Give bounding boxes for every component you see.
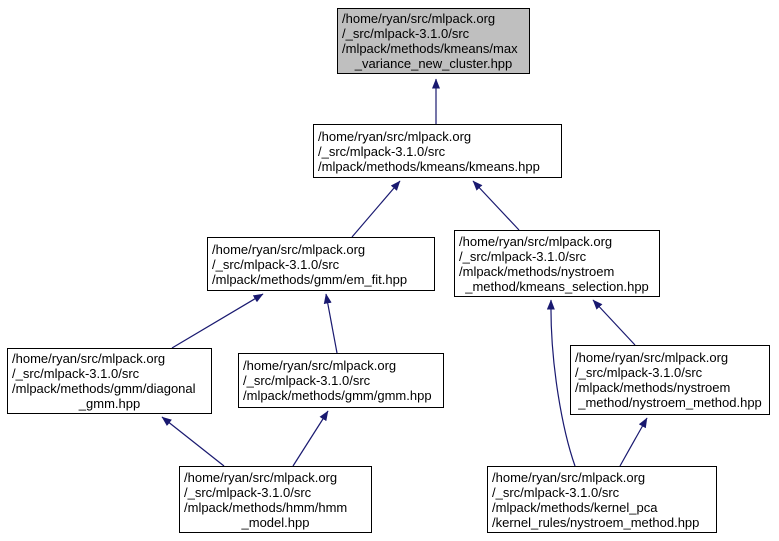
graph-edge-nystroem-method-to-kmeans-selection <box>592 299 636 346</box>
graph-node-max-variance-new-cluster[interactable]: /home/ryan/src/mlpack.org/_src/mlpack-3.… <box>337 8 530 74</box>
node-label-line: /home/ryan/src/mlpack.org <box>243 358 397 373</box>
node-label-line: /mlpack/methods/kmeans/kmeans.hpp <box>318 158 540 174</box>
node-label-line: /home/ryan/src/mlpack.org <box>184 469 338 485</box>
node-label-line: /_src/mlpack-3.1.0/src <box>184 484 312 500</box>
graph-edge-hmm-model-to-diagonal-gmm <box>161 416 225 467</box>
node-label-line: /_src/mlpack-3.1.0/src <box>575 365 703 380</box>
node-label-line: _method/nystroem_method.hpp <box>578 395 762 410</box>
node-label-line: _model.hpp <box>241 514 310 530</box>
graph-node-hmm-model[interactable]: /home/ryan/src/mlpack.org/_src/mlpack-3.… <box>179 466 372 533</box>
node-label-line: _method/kmeans_selection.hpp <box>465 278 649 294</box>
node-label-line: _gmm.hpp <box>78 396 141 411</box>
graph-node-nystroem-method[interactable]: /home/ryan/src/mlpack.org/_src/mlpack-3.… <box>570 345 770 415</box>
node-label-line: /mlpack/methods/kmeans/max <box>342 41 518 56</box>
node-label-line: /home/ryan/src/mlpack.org <box>492 469 646 485</box>
node-label-line: /_src/mlpack-3.1.0/src <box>243 373 371 388</box>
node-label-line: /home/ryan/src/mlpack.org <box>575 350 729 365</box>
graph-edge-kernel-pca-nystroem-method-to-nystroem-method <box>619 417 648 467</box>
node-label-line: /kernel_rules/nystroem_method.hpp <box>492 514 700 530</box>
node-label-line: /_src/mlpack-3.1.0/src <box>492 484 620 500</box>
graph-edge-diagonal-gmm-to-em-fit <box>171 293 264 349</box>
node-label-line: /mlpack/methods/nystroem <box>575 380 731 395</box>
graph-edge-em-fit-to-kmeans <box>351 180 401 238</box>
node-label-line: /home/ryan/src/mlpack.org <box>459 233 613 249</box>
node-label-line: /home/ryan/src/mlpack.org <box>318 128 472 144</box>
graph-node-diagonal-gmm[interactable]: /home/ryan/src/mlpack.org/_src/mlpack-3.… <box>7 348 212 414</box>
node-label-line: /home/ryan/src/mlpack.org <box>212 241 366 257</box>
node-label-line: /mlpack/methods/kernel_pca <box>492 499 658 515</box>
node-label-line: /mlpack/methods/nystroem <box>459 263 615 279</box>
node-label-line: /mlpack/methods/gmm/em_fit.hpp <box>212 271 408 287</box>
node-label-line: /mlpack/methods/gmm/diagonal <box>12 381 196 396</box>
node-label-line: /_src/mlpack-3.1.0/src <box>12 366 140 381</box>
graph-node-em-fit[interactable]: /home/ryan/src/mlpack.org/_src/mlpack-3.… <box>207 237 435 291</box>
node-label-line: /home/ryan/src/mlpack.org <box>12 351 166 366</box>
node-label-line: _variance_new_cluster.hpp <box>354 56 513 71</box>
node-label-line: /_src/mlpack-3.1.0/src <box>459 248 587 264</box>
graph-node-kmeans-selection[interactable]: /home/ryan/src/mlpack.org/_src/mlpack-3.… <box>454 230 660 297</box>
node-label-line: /home/ryan/src/mlpack.org <box>342 11 496 26</box>
graph-node-kmeans[interactable]: /home/ryan/src/mlpack.org/_src/mlpack-3.… <box>313 124 562 178</box>
node-label-line: /mlpack/methods/gmm/gmm.hpp <box>243 388 432 403</box>
node-label-line: /_src/mlpack-3.1.0/src <box>212 256 340 272</box>
graph-edge-gmm-to-em-fit <box>323 293 338 354</box>
graph-edge-hmm-model-to-gmm <box>292 410 329 467</box>
node-label-line: /_src/mlpack-3.1.0/src <box>342 26 470 41</box>
graph-node-gmm[interactable]: /home/ryan/src/mlpack.org/_src/mlpack-3.… <box>238 353 444 408</box>
graph-edge-kmeans-selection-to-kmeans <box>472 180 520 231</box>
node-label-line: /_src/mlpack-3.1.0/src <box>318 143 446 159</box>
graph-node-kernel-pca-nystroem-method[interactable]: /home/ryan/src/mlpack.org/_src/mlpack-3.… <box>487 466 717 533</box>
node-label-line: /mlpack/methods/hmm/hmm <box>184 499 348 515</box>
